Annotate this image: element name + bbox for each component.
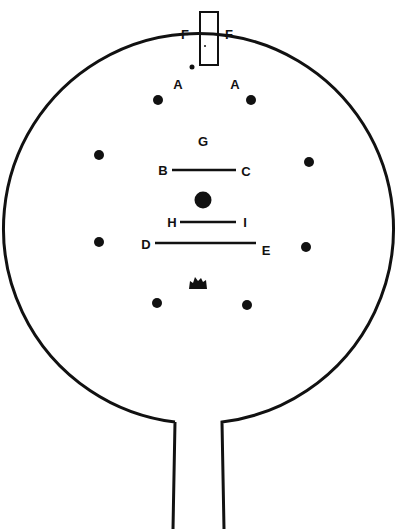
dot <box>304 157 314 167</box>
blob <box>189 277 207 289</box>
bars <box>155 170 256 243</box>
dot <box>301 242 311 252</box>
dot <box>152 298 162 308</box>
dot <box>94 150 104 160</box>
point-label: H <box>167 216 176 229</box>
point-label: B <box>158 164 167 177</box>
paddle-outline <box>4 33 394 529</box>
bar-hi <box>180 221 236 224</box>
point-label: G <box>198 135 208 148</box>
dot <box>190 65 195 70</box>
point-label: A <box>173 78 182 91</box>
dot <box>246 95 256 105</box>
point-label: F <box>181 28 189 41</box>
dots <box>94 95 314 310</box>
dot <box>153 95 163 105</box>
dot <box>242 300 252 310</box>
point-label: F <box>225 28 233 41</box>
center-dot <box>195 192 212 209</box>
point-label: I <box>243 216 247 229</box>
point-label: C <box>241 165 250 178</box>
point-label: D <box>141 238 150 251</box>
point-label: A <box>230 78 239 91</box>
bar-de <box>155 242 256 245</box>
point-label: E <box>262 244 271 257</box>
dot <box>94 237 104 247</box>
slot-rectangle <box>200 12 218 65</box>
bar-bc <box>172 169 236 172</box>
dot <box>204 45 206 47</box>
